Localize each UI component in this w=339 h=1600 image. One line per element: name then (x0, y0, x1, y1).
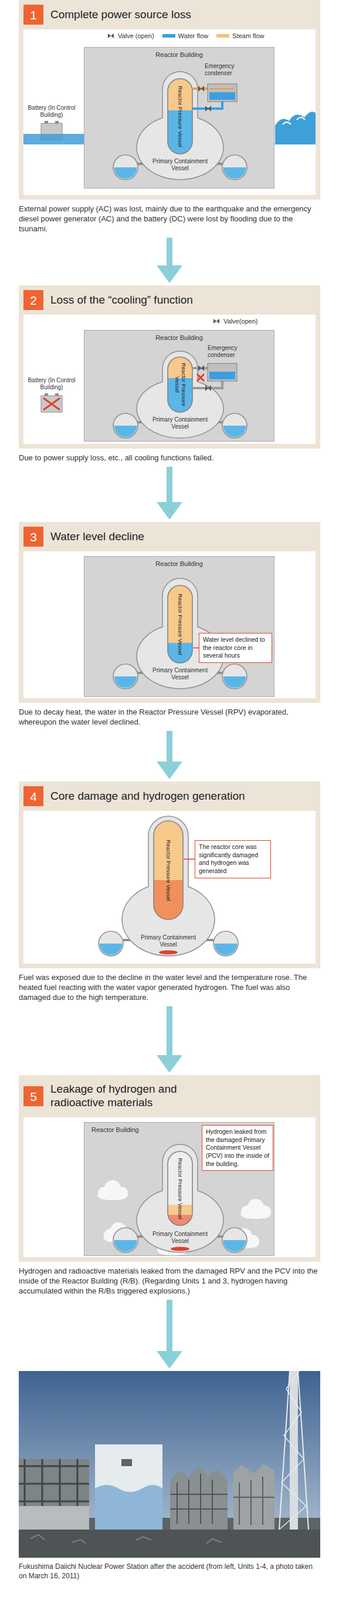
reactor-building: Reactor BuildingPrimary Containment Vess… (83, 1120, 275, 1255)
building-label: Reactor Building (155, 333, 203, 342)
step-caption: External power supply (AC) was lost, mai… (18, 204, 321, 235)
step-panel: Water level declineDue to decay heat, th… (18, 521, 321, 727)
callout-text: The reactor core was significantly damag… (198, 842, 267, 875)
step-number-text: 5 (29, 1089, 37, 1102)
legend: Valve(open) (212, 317, 259, 325)
plant-photo (18, 1369, 321, 1556)
vessel-label: Primary Containment Vessel (147, 1229, 213, 1244)
legend: Valve (open) Water flow Steam flow (106, 32, 265, 40)
legend-text: Steam flow (232, 32, 264, 40)
containment-vessel: Primary Containment Vessel Reactor Pressu… (136, 70, 225, 181)
step-title: Leakage of hydrogen and radioactive mate… (50, 1081, 209, 1109)
photo-caption: Fukushima Daiichi Nuclear Power Station … (18, 1560, 321, 1579)
legend-item: Valve(open) (212, 317, 259, 325)
pressure-vessel: Reactor Pressure Vessel (153, 819, 184, 920)
step-number: 4 (23, 785, 44, 806)
step-title: Complete power source loss (50, 8, 192, 22)
valve-symbol (212, 317, 221, 325)
step-number-text: 3 (29, 530, 37, 543)
callout-box: Hydrogen leaked from the damaged Primary… (201, 1123, 274, 1170)
pressure-vessel: Reactor Pressure Vessel (167, 356, 193, 413)
step-title: Loss of the “cooling” function (50, 293, 193, 307)
condenser-label: Emergency condenser (207, 344, 264, 359)
flow-arrow (156, 466, 183, 520)
flow-arrow (156, 1298, 183, 1368)
step-caption: Hydrogen and radioactive materials leake… (18, 1265, 321, 1296)
step-number: 5 (23, 1085, 44, 1105)
building-label: Reactor Building (155, 559, 203, 568)
reactor-building: Reactor Building Primary Containment Ves… (83, 46, 275, 189)
step-panel: Complete power source lossExternal power… (18, 0, 321, 235)
step-caption: Fuel was exposed due to the decline in t… (18, 971, 321, 1002)
panel-header: Leakage of hydrogen and radioactive mate… (18, 1073, 321, 1117)
legend-swatch (162, 34, 176, 38)
step-title: Water level decline (50, 529, 145, 544)
flow-arrow (156, 730, 183, 779)
vessel-label: Reactor Pressure Vessel (177, 587, 184, 660)
legend-item: Steam flow (216, 32, 264, 40)
panel-header: Loss of the “cooling” function (18, 285, 321, 315)
legend-text: Valve (open) (117, 32, 155, 40)
legend-text: Valve(open) (223, 317, 259, 325)
photo-frame: Fukushima Daiichi Nuclear Power Station … (18, 1369, 321, 1579)
step-number-text: 4 (29, 789, 37, 802)
step-number: 2 (23, 289, 44, 310)
containment-vessel: Primary Containment Vessel Reactor Pressu… (121, 814, 216, 956)
reactor-building: Reactor Building Primary Containment Ves… (83, 329, 275, 442)
flow-arrow (156, 237, 183, 283)
callout-text: Hydrogen leaked from the damaged Primary… (205, 1126, 270, 1167)
step-caption: Due to power supply loss, etc., all cool… (18, 452, 321, 463)
vessel-label: Primary Containment Vessel (147, 415, 213, 430)
vessel-label: Primary Containment Vessel (147, 666, 213, 681)
pressure-vessel: Reactor Pressure Vessel (167, 584, 193, 663)
step-number: 1 (23, 4, 44, 25)
callout-text: Water level declined to the reactor core… (202, 635, 269, 660)
building-label: Reactor Building (155, 51, 203, 59)
step-panel: Loss of the “cooling” functionDue to pow… (18, 285, 321, 463)
building-label: Reactor Building (91, 1124, 140, 1133)
condenser-label: Emergency condenser (204, 62, 261, 77)
pressure-vessel: Reactor Pressure Vessel (167, 78, 193, 155)
pressure-vessel: Reactor Pressure Vessel (167, 1149, 193, 1225)
vessel-label: Reactor Pressure Vessel (165, 822, 172, 917)
step-number: 3 (23, 526, 44, 547)
vessel-label: Primary Containment Vessel (147, 157, 213, 172)
step-number-text: 2 (29, 293, 37, 307)
vessel-label: Reactor Pressure Vessel (177, 80, 184, 152)
reactor-building: Reactor BuildingPrimary Containment Vess… (83, 555, 275, 697)
step-number-text: 1 (29, 8, 37, 22)
valve-symbol (106, 32, 115, 40)
step-panel: Leakage of hydrogen and radioactive mate… (18, 1073, 321, 1296)
flow-arrow (156, 1005, 183, 1072)
battery-label: Battery (In Control Building) (26, 376, 77, 391)
legend-swatch (216, 34, 230, 38)
panel-header: Core damage and hydrogen generation (18, 780, 321, 810)
legend-item: Water flow (162, 32, 209, 40)
vessel-label: Reactor Pressure Vessel (173, 358, 187, 410)
vessel-label: Primary Containment Vessel (133, 933, 204, 948)
callout-box: The reactor core was significantly damag… (194, 839, 271, 878)
vessel-label: Reactor Pressure Vessel (177, 1152, 184, 1222)
containment-vessel: Primary Containment Vessel Reactor Pressu… (136, 350, 225, 439)
step-title: Core damage and hydrogen generation (50, 788, 246, 803)
step-caption: Due to decay heat, the water in the Reac… (18, 706, 321, 727)
step-panel: Core damage and hydrogen generationFuel … (18, 780, 321, 1002)
battery-label: Battery (In Control Building) (26, 104, 77, 119)
panel-header: Complete power source loss (18, 0, 321, 30)
panel-header: Water level decline (18, 521, 321, 551)
callout-box: Water level declined to the reactor core… (198, 632, 273, 663)
legend-text: Water flow (178, 32, 209, 40)
legend-item: Valve (open) (106, 32, 155, 40)
